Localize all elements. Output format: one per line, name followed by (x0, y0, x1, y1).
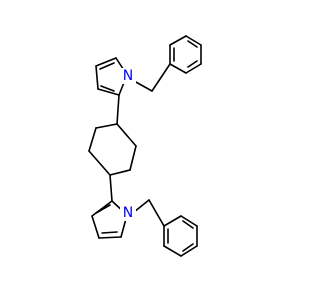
top-ch2-bond-a (151, 63, 171, 92)
top-phenyl-ring (169, 35, 202, 74)
nitrogen-label: N (123, 205, 133, 221)
bottom-ch2-bond-b (148, 199, 165, 227)
nitrogen-atom-top: N (120, 68, 136, 84)
top-pyrrole-cyclohexane-bond (116, 94, 120, 125)
nitrogen-atom-bottom: N (120, 205, 136, 221)
bottom-pyrrole-cyclohexane-bond (109, 174, 113, 202)
cyclohexane-ring (88, 123, 137, 176)
nitrogen-label: N (123, 68, 133, 84)
bottom-ch2-bond-a (133, 199, 150, 213)
bottom-phenyl-ring (163, 215, 198, 257)
molecule-structure: N N (88, 35, 202, 257)
top-ch2-bond-b (133, 80, 153, 92)
